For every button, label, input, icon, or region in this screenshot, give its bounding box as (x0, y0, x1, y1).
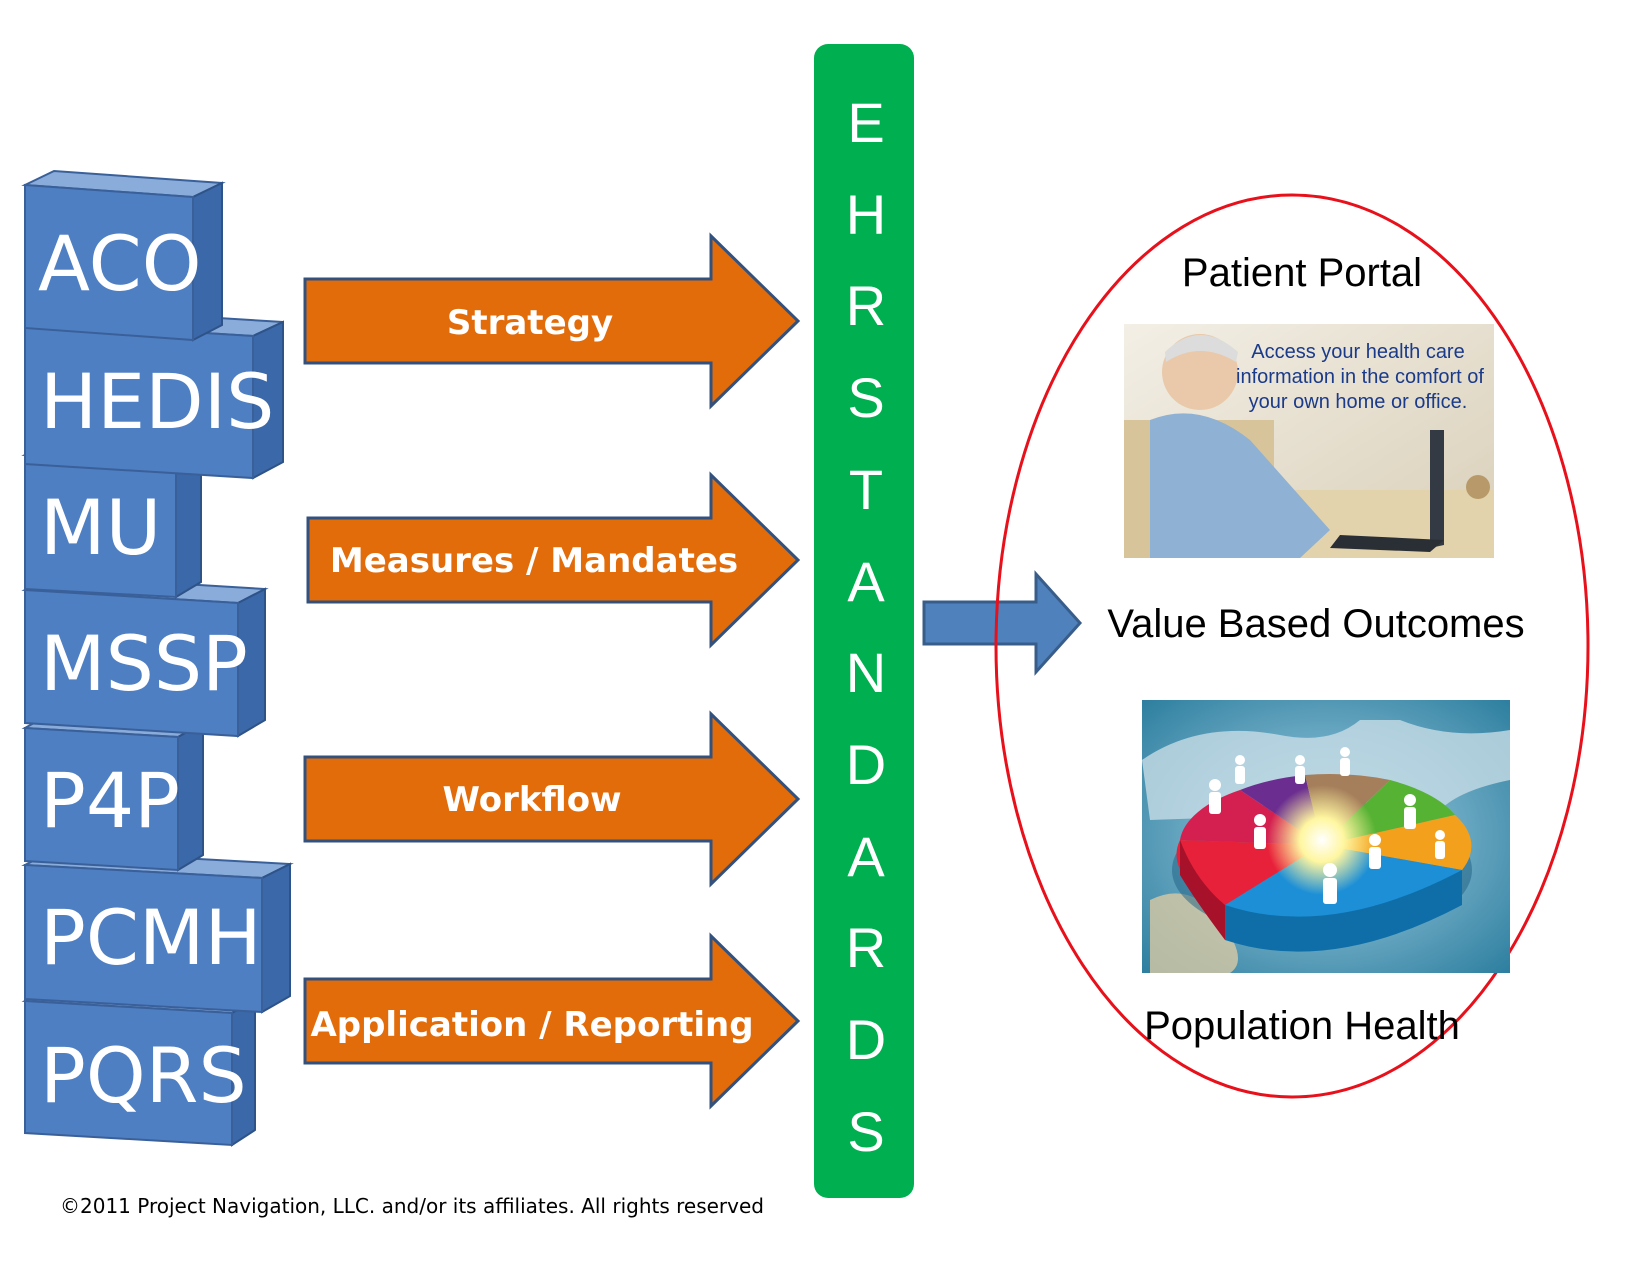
ehr-bar-background (814, 44, 914, 1198)
population-health-label: Population Health (1144, 1004, 1460, 1048)
ehr-letter: A (847, 550, 885, 613)
block-pcmh: PCMH (21, 849, 294, 1014)
value-based-outcomes-label: Value Based Outcomes (1107, 602, 1524, 646)
ehr-letter: D (846, 1008, 886, 1071)
ehr-letter: R (846, 274, 886, 337)
portal-caption-line: your own home or office. (1249, 391, 1468, 413)
block-label: P4P (40, 756, 180, 845)
ehr-letter: R (846, 916, 886, 979)
arrow-label: Measures / Mandates (330, 541, 738, 581)
ehr-letter: E (847, 91, 884, 154)
ehr-letter: T (849, 458, 883, 521)
arrow-strategy: Strategy (303, 232, 801, 410)
block-stack: PQRS PCMH P4P MSSP MU (21, 169, 294, 1147)
block-mssp: MSSP (21, 574, 269, 738)
ehr-letter: S (847, 366, 884, 429)
block-label: PCMH (40, 893, 262, 982)
arrow-measures-mandates: Measures / Mandates (306, 471, 801, 649)
patient-portal-label: Patient Portal (1182, 251, 1422, 295)
ehr-letter: N (846, 641, 886, 704)
arrow-to-outcomes (922, 570, 1083, 676)
block-label: PQRS (40, 1031, 247, 1120)
block-label: MU (40, 483, 161, 572)
arrow-label: Workflow (443, 780, 622, 820)
arrow-label: Strategy (447, 303, 613, 343)
block-pqrs: PQRS (21, 986, 259, 1147)
block-label: MSSP (40, 619, 248, 708)
portal-caption-line: information in the comfort of (1236, 366, 1484, 388)
portal-caption-line: Access your health care (1251, 341, 1464, 363)
arrow-application-reporting: Application / Reporting (303, 932, 801, 1110)
ehr-letter: S (847, 1100, 884, 1163)
block-label: HEDIS (40, 357, 274, 446)
population-health-image (1142, 700, 1510, 973)
arrow-label: Application / Reporting (310, 1005, 753, 1045)
block-aco: ACO (21, 169, 226, 342)
copyright-footer: ©2011 Project Navigation, LLC. and/or it… (60, 1194, 764, 1218)
arrow-workflow: Workflow (303, 710, 801, 888)
patient-portal-image: Access your health care information in t… (1124, 324, 1494, 558)
block-label: ACO (38, 219, 202, 308)
block-p4p: P4P (21, 712, 207, 872)
ehr-letter: H (846, 183, 886, 246)
outcomes-ellipse (994, 193, 1590, 1099)
ehr-letter: A (847, 825, 885, 888)
ehr-letter: D (846, 733, 886, 796)
